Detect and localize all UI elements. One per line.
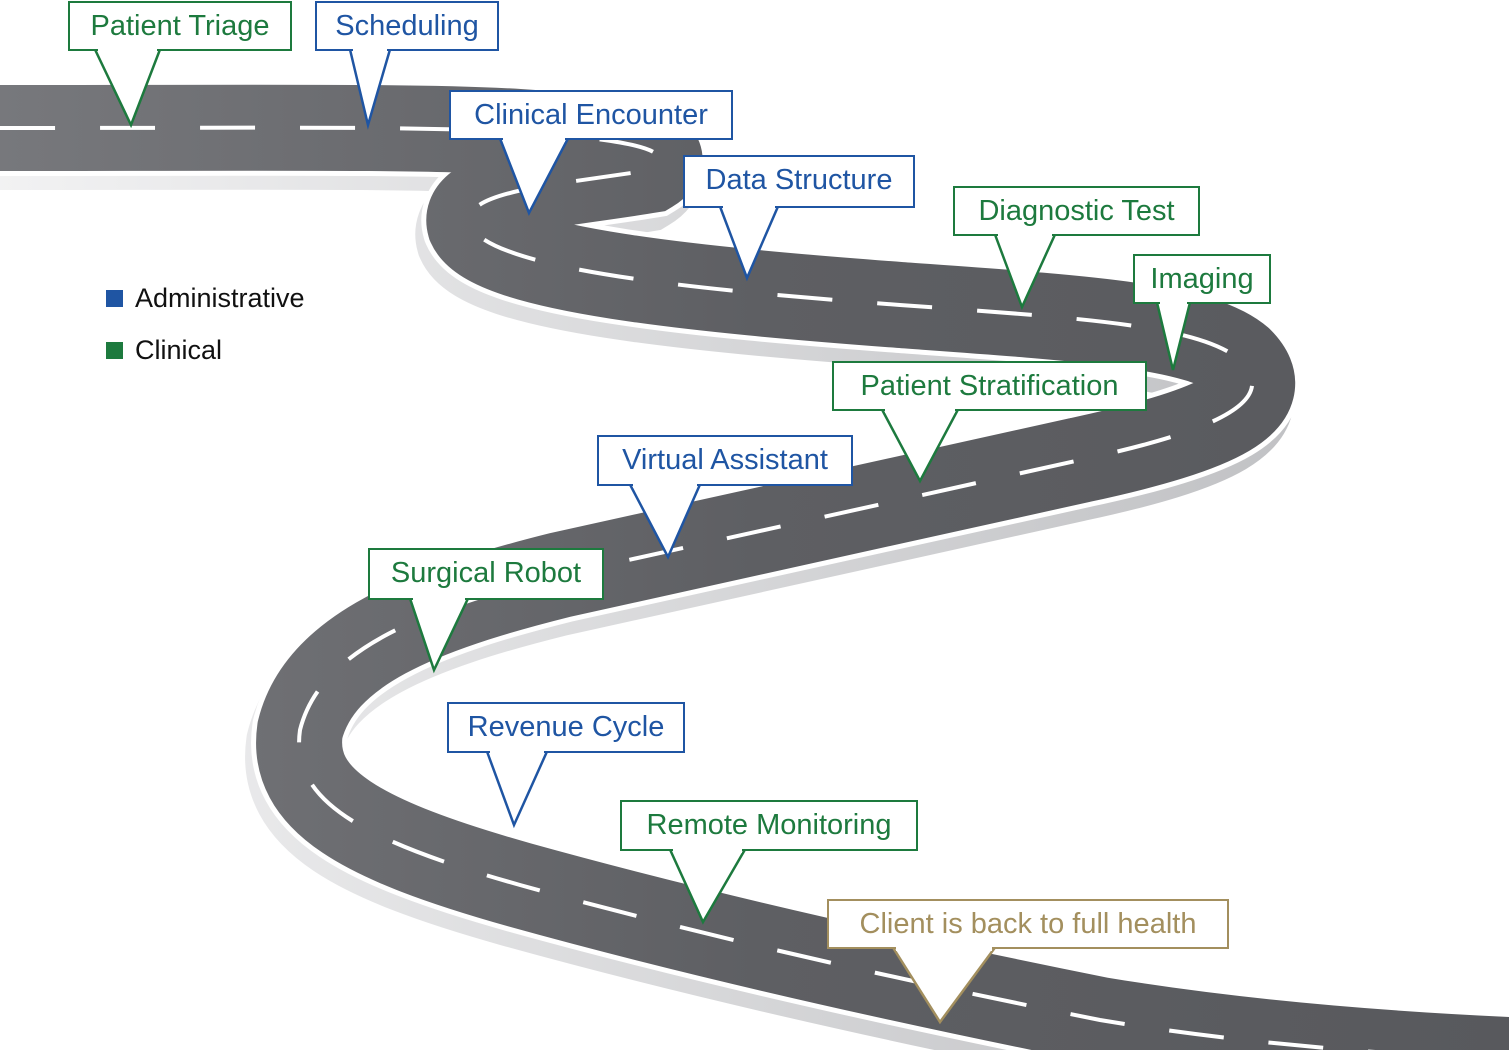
legend-item-clinical: Clinical xyxy=(106,335,305,365)
pointer-join xyxy=(896,945,992,951)
milestone-label-box: Patient Stratification xyxy=(832,361,1147,411)
pointer-join xyxy=(673,847,742,853)
pointer-join xyxy=(633,482,697,488)
legend-label: Clinical xyxy=(135,334,223,365)
milestone-label-box: Data Structure xyxy=(683,155,915,208)
legend-label: Administrative xyxy=(135,282,305,313)
pointer-join xyxy=(885,407,955,413)
milestone-label-box: Remote Monitoring xyxy=(620,800,918,851)
legend: Administrative Clinical xyxy=(106,283,305,387)
milestone-label-box: Patient Triage xyxy=(68,1,292,51)
milestone-label-box: Diagnostic Test xyxy=(953,186,1200,236)
milestone-label-box: Revenue Cycle xyxy=(447,702,685,753)
pointer-join xyxy=(998,232,1052,238)
lane-markings xyxy=(0,125,1375,1050)
legend-item-administrative: Administrative xyxy=(106,283,305,313)
pointer-join xyxy=(413,596,465,602)
pointer-join xyxy=(1160,300,1187,306)
clinical-swatch xyxy=(106,341,123,359)
pointer-join xyxy=(723,204,775,210)
pointer-join xyxy=(353,47,387,53)
pointer-join xyxy=(503,136,565,142)
pointer-join xyxy=(490,749,544,755)
pointer-join xyxy=(98,47,157,53)
milestone-label-box: Surgical Robot xyxy=(368,548,604,600)
milestone-label-box: Clinical Encounter xyxy=(449,90,733,140)
pointer-shape xyxy=(890,946,998,1025)
milestone-label-box: Imaging xyxy=(1133,254,1271,304)
milestone-label-box: Virtual Assistant xyxy=(597,435,853,486)
milestone-label-box: Scheduling xyxy=(315,1,499,51)
administrative-swatch xyxy=(106,289,123,307)
milestone-label-box: Client is back to full health xyxy=(827,899,1229,949)
